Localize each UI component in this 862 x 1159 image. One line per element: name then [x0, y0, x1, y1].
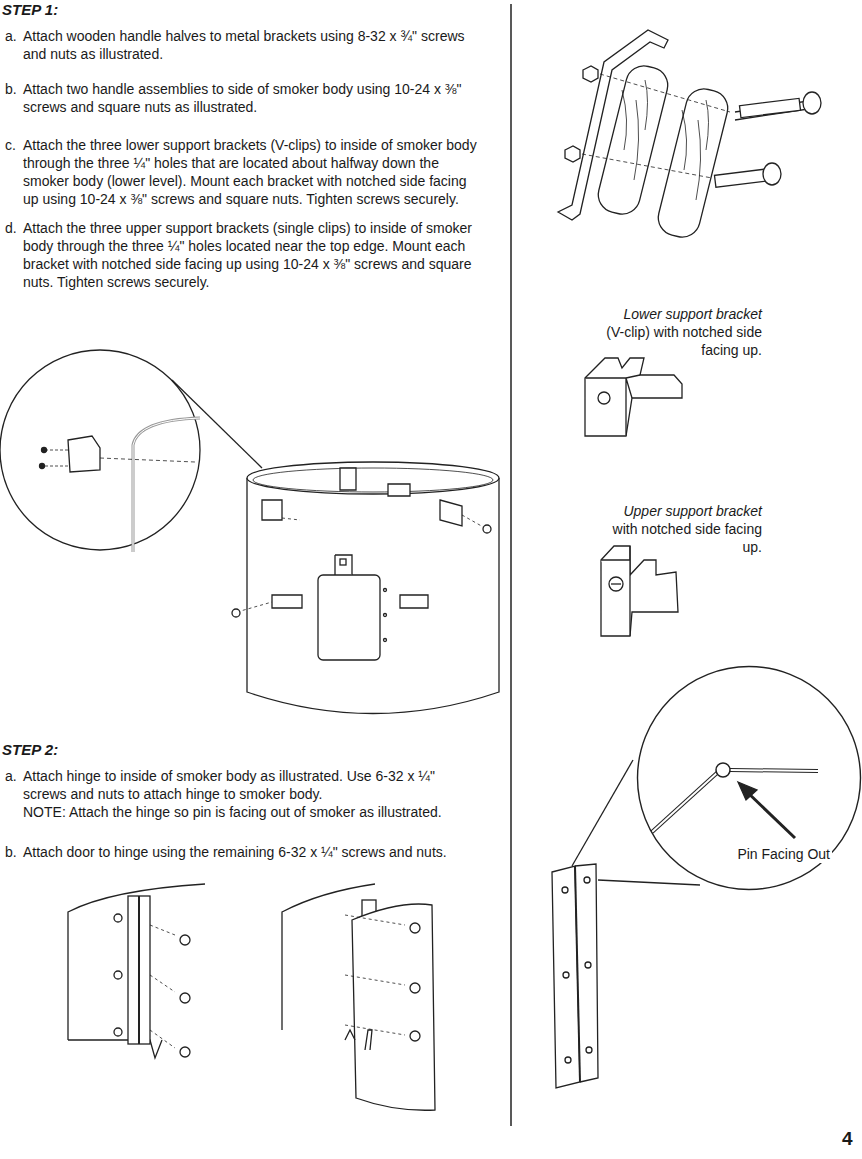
instruction-text: Attach door to hinge using the remaining… [23, 843, 493, 861]
item-letter: d. [5, 219, 17, 237]
callout-text: Pin Facing Out [735, 845, 832, 863]
part-caption: Lower support bracket [562, 305, 762, 323]
magnifier-circle: Pin Facing Out [636, 665, 862, 891]
step-heading: STEP 2: [2, 741, 58, 759]
step-heading: STEP 1: [2, 1, 58, 19]
part-caption: with notched side facing up. [592, 520, 762, 556]
instruction-text: Attach hinge to inside of smoker body as… [23, 767, 463, 803]
upper-bracket [601, 546, 678, 636]
part-caption: Upper support bracket [562, 502, 762, 520]
item-letter: a. [5, 27, 17, 45]
part-caption: (V-clip) with notched side facing up. [592, 323, 762, 359]
door-on-hinge [282, 884, 435, 1110]
instruction-text: Attach wooden handle halves to metal bra… [23, 27, 481, 63]
page-number: 4 [842, 1128, 853, 1150]
handle-assembly [558, 30, 821, 241]
item-letter: a. [5, 767, 17, 785]
note-text: NOTE: Attach the hinge so pin is facing … [23, 803, 493, 821]
instruction-text: Attach two handle assemblies to side of … [23, 80, 481, 116]
lower-bracket [585, 358, 682, 436]
item-letter: b. [5, 80, 17, 98]
column-divider [510, 4, 512, 1126]
hinge-on-body [68, 884, 205, 1058]
instruction-text: Attach the three lower support brackets … [23, 136, 481, 208]
smoker-body [232, 462, 499, 714]
item-letter: b. [5, 843, 17, 861]
hinge-detail [552, 760, 818, 1088]
instruction-text: Attach the three upper support brackets … [23, 219, 481, 291]
detail-circle [0, 350, 262, 552]
item-letter: c. [5, 136, 16, 154]
